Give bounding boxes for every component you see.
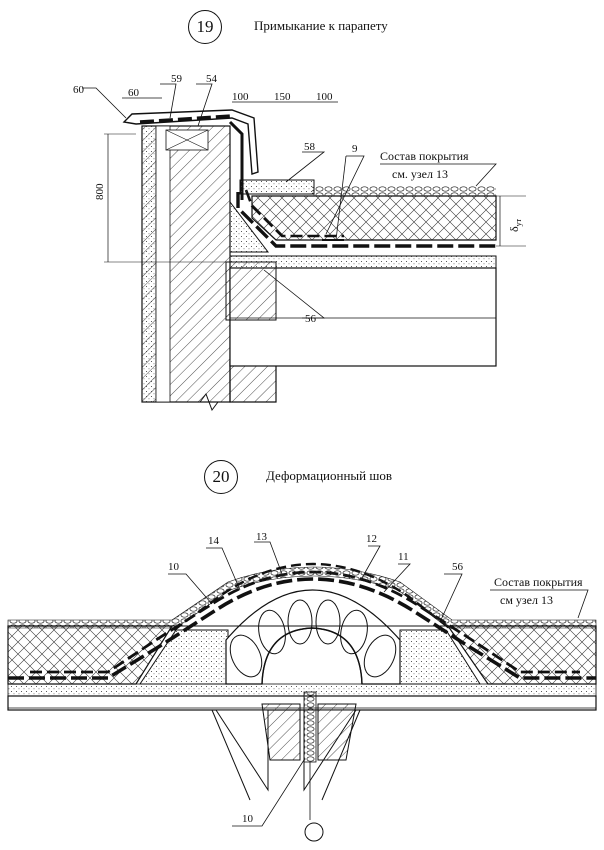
- parapet-insulation-layer: [155, 125, 171, 403]
- node20-number: 20: [204, 460, 238, 494]
- cant-strip: [229, 200, 270, 253]
- node19-number: 19: [188, 10, 222, 44]
- cap-membrane: [139, 114, 231, 124]
- callout-56-joint: 56: [452, 561, 464, 573]
- callout-12: 12: [366, 533, 377, 545]
- joint-gasket: [303, 691, 317, 763]
- callout-54: 54: [206, 73, 218, 85]
- callout-14: 14: [208, 535, 220, 547]
- node19-drawing: [82, 83, 526, 412]
- dim-100-left: 100: [232, 91, 249, 103]
- callout-13: 13: [256, 531, 268, 543]
- screed-layer: [7, 683, 597, 697]
- joint-filler-right: [317, 703, 357, 761]
- callout-59: 59: [171, 73, 183, 85]
- dim-100-right: 100: [316, 91, 333, 103]
- protective-slab: [239, 179, 315, 195]
- dim-60: 60: [128, 87, 140, 99]
- callout-10-lower: 10: [242, 813, 254, 825]
- axis-marker: [304, 822, 324, 842]
- membrane-lower: [236, 192, 496, 248]
- vertical-membrane: [228, 120, 244, 200]
- composition-ref-19: см. узел 13: [392, 167, 448, 181]
- filler-block-left: [139, 629, 229, 685]
- callout-56: 56: [305, 313, 317, 325]
- mineral-wool-rolls: [229, 599, 397, 678]
- gravel-topping: [7, 566, 597, 629]
- composition-ref-20: см узел 13: [500, 593, 553, 607]
- callout-9: 9: [352, 143, 358, 155]
- filler-block-right: [399, 629, 481, 685]
- membrane-upper: [244, 189, 344, 238]
- roof-insulation: [251, 195, 497, 241]
- dim-delta: δут: [507, 218, 523, 232]
- composition-label-20: Состав покрытия: [494, 575, 583, 589]
- composition-label-19: Состав покрытия: [380, 149, 469, 163]
- dim-150: 150: [274, 91, 291, 103]
- compensator-body: [225, 589, 401, 685]
- break-mark: [199, 392, 219, 412]
- callout-10-upper: 10: [168, 561, 180, 573]
- callout-11: 11: [398, 551, 409, 563]
- callout-60: 60: [73, 84, 85, 96]
- membrane-base: [8, 577, 596, 680]
- gravel-layer: [312, 186, 496, 196]
- wall-ledge: [229, 361, 277, 403]
- node20-title: Деформационный шов: [266, 468, 393, 483]
- slab-support-beam: [225, 261, 277, 321]
- parapet-plaster-outer: [141, 125, 157, 403]
- dim-800: 800: [94, 183, 106, 200]
- node20-drawing: [7, 541, 597, 842]
- callout-58: 58: [304, 141, 316, 153]
- node19-title: Примыкание к парапету: [254, 18, 388, 33]
- cap-flashing: [122, 109, 259, 175]
- joint-filler-left: [261, 703, 301, 761]
